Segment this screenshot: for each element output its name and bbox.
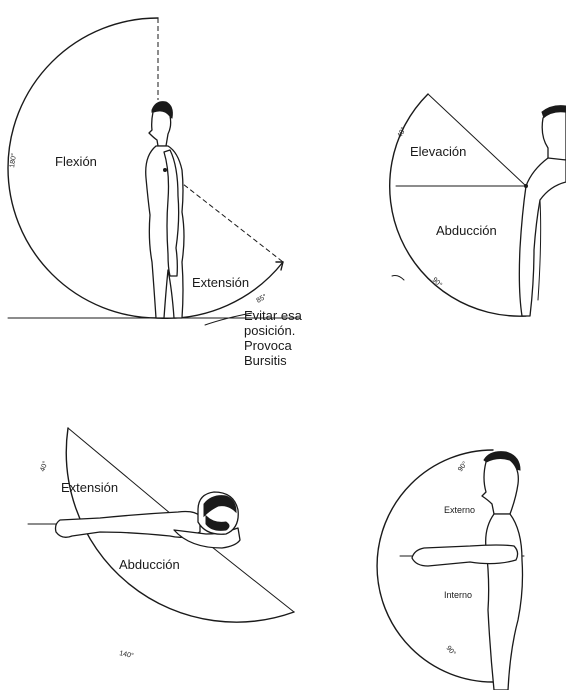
figure-side-arms-forward: [412, 452, 523, 690]
abduction-label: Abducción: [436, 223, 497, 238]
angle-90-top-label: 90°: [456, 460, 469, 473]
scribble-mark: [392, 276, 404, 281]
angle-140-label: 140°: [119, 649, 135, 660]
rotation-arc: [377, 450, 493, 682]
internal-rotation-label: Interno: [444, 590, 472, 600]
extension-label: Extensión: [61, 480, 118, 495]
extension-limit-line: [68, 428, 183, 524]
extension-label: Extensión: [192, 275, 249, 290]
angle-90-bottom-label: 90°: [444, 644, 457, 657]
angle-85-label: 85°: [255, 292, 268, 304]
svg-text:Bursitis: Bursitis: [244, 353, 287, 368]
svg-text:posición.: posición.: [244, 323, 295, 338]
svg-text:Provoca: Provoca: [244, 338, 292, 353]
panel-horizontal-extension-abduction: Extensión Abducción 40° 140°: [28, 428, 294, 660]
svg-text:Evitar esa: Evitar esa: [244, 308, 303, 323]
angle-40-label: 40°: [396, 126, 408, 139]
external-rotation-label: Externo: [444, 505, 475, 515]
bursitis-warning-note: Evitar esa posición. Provoca Bursitis: [244, 308, 303, 368]
angle-90-label: 90°: [431, 276, 444, 289]
abduction-label: Abducción: [119, 557, 180, 572]
elevation-label: Elevación: [410, 144, 466, 159]
flexion-label: Flexión: [55, 154, 97, 169]
figure-front-right: [519, 106, 566, 316]
figure-side-standing: [146, 102, 184, 318]
panel-rotation: Externo Interno 90° 90°: [377, 450, 524, 690]
panel-flexion-extension: Flexión Extensión 180° 85° Evitar esa po…: [8, 18, 303, 368]
angle-180-label: 180°: [8, 153, 18, 169]
elevation-abduction-arc: [390, 94, 526, 316]
angle-40-label: 40°: [38, 460, 49, 473]
elevation-line: [428, 94, 526, 186]
panel-elevation-abduction: Elevación Abducción 40° 90°: [390, 94, 566, 316]
figure-lying-top-view: [56, 492, 241, 548]
